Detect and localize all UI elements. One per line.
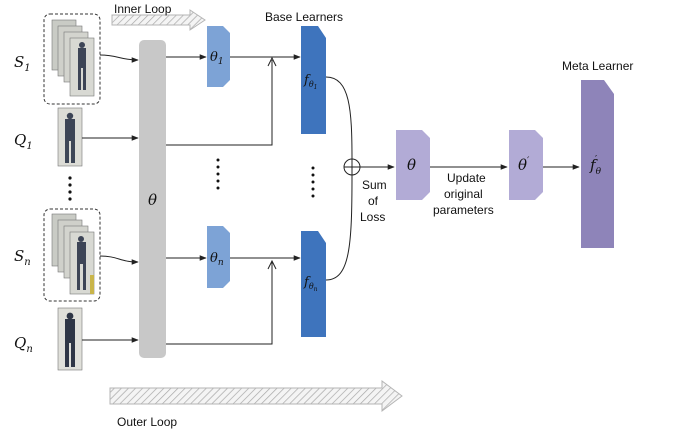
row-ellipsis [68, 176, 72, 201]
svg-text:Qn: Qn [14, 334, 33, 355]
person-image-stack [51, 213, 95, 295]
inner-loop-label: Inner Loop [114, 2, 172, 16]
theta-ellipsis [216, 158, 220, 190]
svg-text:S1: S1 [14, 53, 31, 74]
base-learners-label: Base Learners [265, 10, 343, 24]
person-figure [78, 42, 86, 90]
support-set-n-images [43, 208, 101, 302]
sum-edges [325, 76, 353, 281]
shared-parameter-symbol: θ [148, 191, 157, 209]
sum-of-loss-label: Sum of Loss [360, 178, 387, 224]
meta-learner-label: Meta Learner [562, 59, 633, 73]
meta-learner-symbol: fθ′ [589, 155, 602, 177]
learner-edges [166, 54, 301, 345]
query-set-n-symbol: Qn [14, 334, 33, 355]
inner-loop-arrow [111, 9, 206, 31]
svg-text:parameters: parameters [433, 203, 494, 217]
f-theta-1-symbol: fθ1 [303, 73, 317, 91]
svg-text:Sum: Sum [362, 178, 387, 192]
theta-prime-block [509, 130, 543, 200]
theta-1-symbol: θ1 [210, 50, 224, 67]
svg-text:Q1: Q1 [14, 131, 33, 152]
theta-1-block [207, 26, 230, 87]
f-theta-1-block [301, 26, 326, 134]
f-theta-n-block [301, 231, 326, 337]
support-set-1-symbol: S1 [14, 53, 31, 74]
person-figure [77, 236, 86, 290]
shared-parameter-bar [139, 40, 166, 358]
support-set-1-images [43, 13, 101, 105]
meta-learner-block [581, 80, 614, 248]
support-set-n-symbol: Sn [14, 247, 31, 268]
query-1-image [57, 107, 83, 167]
person-image-stack [51, 19, 95, 97]
query-set-1-symbol: Q1 [14, 131, 33, 152]
outer-loop-arrow [109, 380, 403, 412]
theta-aggregate-block [396, 130, 430, 200]
svg-text:of: of [368, 194, 379, 208]
f-theta-n-symbol: fθn [303, 275, 318, 293]
sum-node-icon [343, 158, 361, 176]
theta-n-symbol: θn [210, 251, 224, 268]
svg-text:Loss: Loss [360, 210, 385, 224]
input-edges [82, 54, 139, 343]
theta-n-block [207, 226, 230, 288]
query-n-image [57, 307, 83, 371]
svg-text:Sn: Sn [14, 247, 31, 268]
theta-aggregate-symbol: θ [407, 156, 416, 174]
svg-text:Update: Update [447, 171, 486, 185]
f-ellipsis [311, 166, 315, 198]
update-parameters-label: Update original parameters [433, 171, 494, 217]
svg-text:original: original [444, 187, 483, 201]
outer-loop-label: Outer Loop [117, 415, 177, 429]
theta-prime-symbol: θ′ [518, 156, 530, 174]
